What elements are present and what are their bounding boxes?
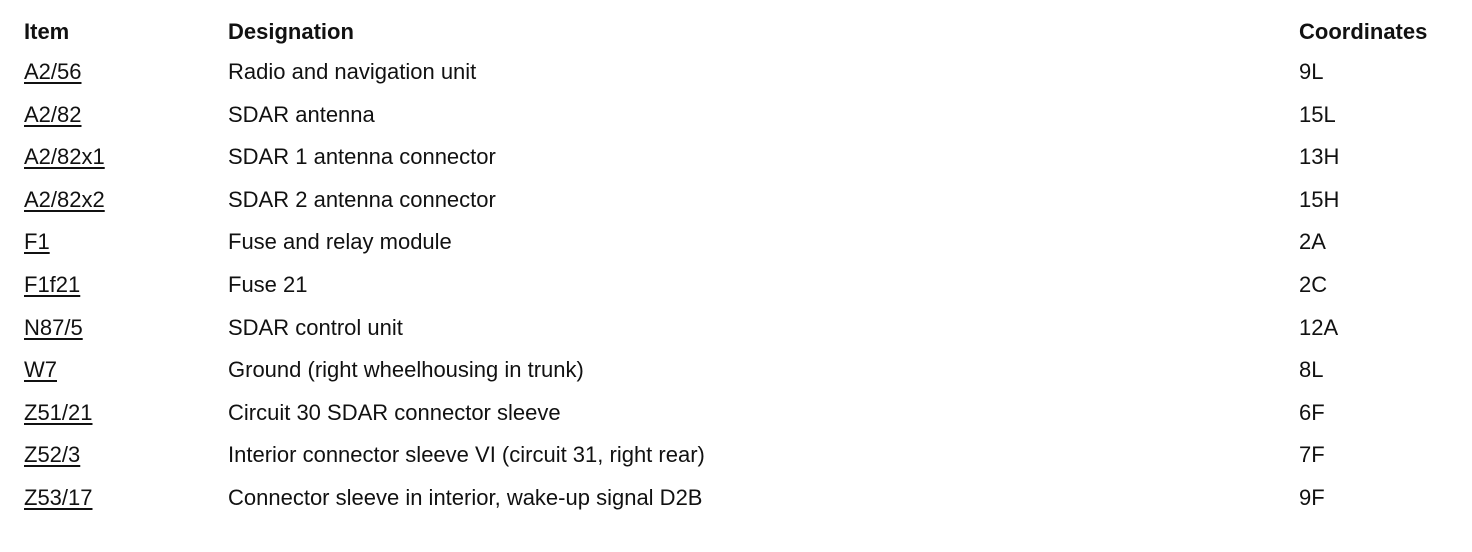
item-link[interactable]: A2/56 <box>24 59 82 84</box>
header-item: Item <box>24 19 70 44</box>
coordinates-cell: 6F <box>1299 399 1325 425</box>
table-row: A2/56 Radio and navigation unit 9L <box>24 53 1464 96</box>
table-row: A2/82x2 SDAR 2 antenna connector 15H <box>24 181 1464 224</box>
header-coordinates: Coordinates <box>1299 19 1428 44</box>
coordinates-cell: 12A <box>1299 314 1339 340</box>
item-link[interactable]: N87/5 <box>24 314 83 340</box>
item-link[interactable]: A2/82x2 <box>24 186 105 212</box>
designation-cell: Fuse and relay module <box>228 229 452 255</box>
table-row: F1f21 Fuse 21 2C <box>24 266 1464 309</box>
item-link[interactable]: F1f21 <box>24 271 81 297</box>
table-header-row: Item Designation Coordinates <box>24 13 1464 53</box>
item-link[interactable]: F1 <box>24 229 50 255</box>
designation-cell: SDAR 2 antenna connector <box>228 186 496 212</box>
item-link[interactable]: Z53/17 <box>24 484 93 510</box>
designation-cell: Circuit 30 SDAR connector sleeve <box>228 399 561 425</box>
item-link[interactable]: W7 <box>24 357 57 383</box>
designation-cell: Connector sleeve in interior, wake-up si… <box>228 484 703 510</box>
table-row: W7 Ground (right wheelhousing in trunk) 8L <box>24 351 1464 394</box>
designation-cell: Fuse 21 <box>228 271 308 297</box>
designation-cell: SDAR control unit <box>228 314 403 340</box>
designation-cell: SDAR antenna <box>228 101 375 127</box>
table-row: N87/5 SDAR control unit 12A <box>24 309 1464 352</box>
designation-cell: Interior connector sleeve VI (circuit 31… <box>228 442 705 468</box>
designation-cell: SDAR 1 antenna connector <box>228 144 496 170</box>
coordinates-cell: 13H <box>1299 144 1340 170</box>
coordinates-cell: 9F <box>1299 484 1325 510</box>
table-row: F1 Fuse and relay module 2A <box>24 223 1464 266</box>
table-row: Z53/17 Connector sleeve in interior, wake… <box>24 479 1464 522</box>
item-link[interactable]: A2/82x1 <box>24 144 105 170</box>
coordinates-cell: 2C <box>1299 271 1328 297</box>
coordinates-cell: 8L <box>1299 357 1324 383</box>
coordinates-cell: 7F <box>1299 442 1325 468</box>
table-row: Z51/21 Circuit 30 SDAR connector sleeve 6F <box>24 394 1464 437</box>
component-legend-table: Item Designation Coordinates A2/56 Radio … <box>24 13 1464 522</box>
designation-cell: Radio and navigation unit <box>228 59 477 84</box>
item-link[interactable]: A2/82 <box>24 101 82 127</box>
coordinates-cell: 9L <box>1299 59 1324 84</box>
coordinates-cell: 15H <box>1299 186 1340 212</box>
coordinates-cell: 2A <box>1299 229 1326 255</box>
table-row: A2/82 SDAR antenna 15L <box>24 96 1464 139</box>
item-link[interactable]: Z51/21 <box>24 399 93 425</box>
header-designation: Designation <box>228 19 354 44</box>
designation-cell: Ground (right wheelhousing in trunk) <box>228 357 584 383</box>
coordinates-cell: 15L <box>1299 101 1336 127</box>
item-link[interactable]: Z52/3 <box>24 442 81 468</box>
table-row: A2/82x1 SDAR 1 antenna connector 13H <box>24 138 1464 181</box>
table-row: Z52/3 Interior connector sleeve VI (circu… <box>24 436 1464 479</box>
